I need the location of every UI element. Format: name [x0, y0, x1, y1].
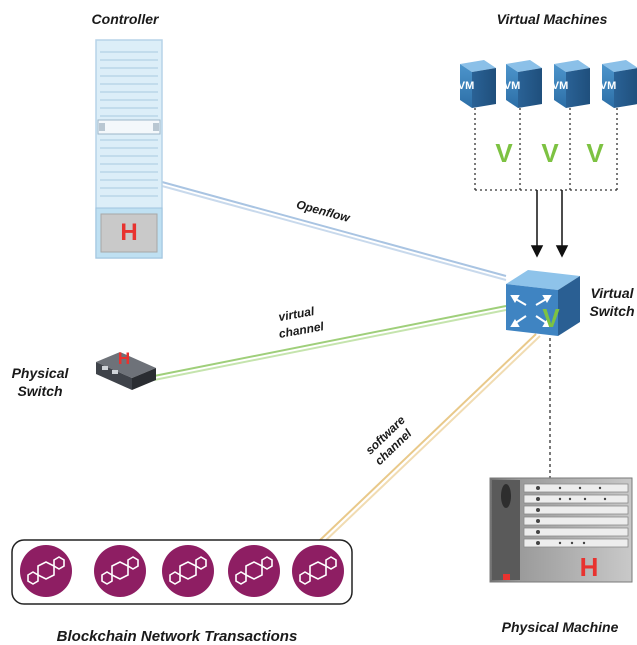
blockchain-node-3 — [162, 545, 214, 597]
software-channel-link — [317, 333, 541, 545]
blockchain-node-5 — [292, 545, 344, 597]
vm-cube-2 — [506, 60, 542, 108]
physical-machine-label: Physical Machine — [502, 619, 619, 635]
virtual-machines-label: Virtual Machines — [497, 11, 608, 27]
vm-bus — [474, 108, 618, 191]
vm-arrows — [530, 190, 569, 258]
vm3-virtual-marker: V — [586, 138, 604, 168]
controller-hypervisor-marker: H — [120, 219, 137, 246]
blockchain-node-1 — [20, 545, 72, 597]
controller-label: Controller — [92, 11, 160, 27]
physical-switch-label-line1: Physical — [12, 365, 70, 381]
blockchain-node-4 — [228, 545, 280, 597]
virtual-switch-label-line2: Switch — [589, 303, 634, 319]
virtual-switch-label-line1: Virtual — [590, 285, 634, 301]
physical-switch-hypervisor-marker: H — [118, 349, 130, 368]
physical-machine-hypervisor-marker: H — [580, 552, 599, 582]
physical-switch-label-line2: Switch — [17, 383, 62, 399]
virtual-channel-label-line1: virtual — [277, 304, 316, 324]
vm-label-1: VM — [458, 80, 475, 92]
vm-cube-1 — [460, 60, 496, 108]
controller-rack — [95, 39, 163, 259]
blockchain-label: Blockchain Network Transactions — [57, 628, 298, 645]
openflow-link — [161, 181, 507, 281]
vm2-virtual-marker: V — [541, 138, 559, 168]
virtual-channel-link — [153, 305, 507, 381]
vm-cube-3 — [554, 60, 590, 108]
vm-label-2: VM — [504, 80, 521, 92]
vm-label-3: VM — [552, 80, 569, 92]
physical-switch — [96, 352, 156, 390]
virtual-switch-marker: V — [542, 303, 560, 333]
virtual-switch — [506, 270, 580, 336]
vm-cube-4 — [602, 60, 637, 108]
vm1-virtual-marker: V — [495, 138, 513, 168]
vm-label-4: VM — [600, 80, 617, 92]
blockchain-node-2 — [94, 545, 146, 597]
physical-machine — [489, 477, 633, 583]
